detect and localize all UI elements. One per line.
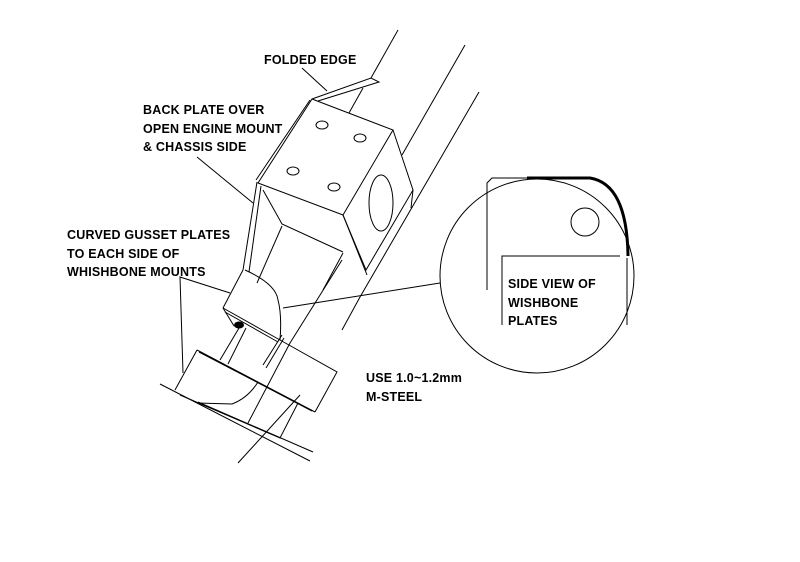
label-gusset: CURVED GUSSET PLATES TO EACH SIDE OF WHI… — [67, 226, 230, 282]
chassis-hole — [368, 174, 394, 232]
label-back-plate: BACK PLATE OVER OPEN ENGINE MOUNT & CHAS… — [143, 101, 283, 157]
label-line: WISHBONE — [508, 295, 579, 310]
bolt-hole — [353, 133, 367, 143]
label-line: OPEN ENGINE MOUNT — [143, 121, 283, 136]
label-line: CURVED GUSSET PLATES — [67, 228, 231, 242]
label-material: USE 1.0~1.2mm M-STEEL — [366, 369, 462, 406]
upper-gusset-plate — [222, 269, 338, 413]
leader-lines — [179, 67, 441, 374]
side-view-detail — [439, 176, 635, 374]
folded-edge — [311, 77, 381, 114]
mount-bolt — [234, 321, 244, 329]
bolt-hole — [286, 166, 300, 176]
label-line: & CHASSIS SIDE — [143, 140, 247, 154]
label-folded-edge: FOLDED EDGE — [264, 53, 357, 67]
bolt-hole — [315, 120, 329, 130]
lower-gusset-plate — [174, 349, 316, 439]
label-line: USE 1.0~1.2mm — [366, 371, 463, 385]
label-line: WHISHBONE MOUNTS — [67, 265, 206, 279]
label-line: SIDE VIEW OF — [508, 277, 596, 291]
label-line: TO EACH SIDE OF — [67, 246, 180, 261]
label-line: M-STEEL — [366, 389, 423, 404]
bolt-hole — [327, 182, 341, 192]
label-line: PLATES — [508, 314, 558, 328]
label-line: BACK PLATE OVER — [143, 103, 265, 117]
label-side-view: SIDE VIEW OF WISHBONE PLATES — [508, 275, 596, 331]
back-plate-box — [242, 98, 414, 291]
